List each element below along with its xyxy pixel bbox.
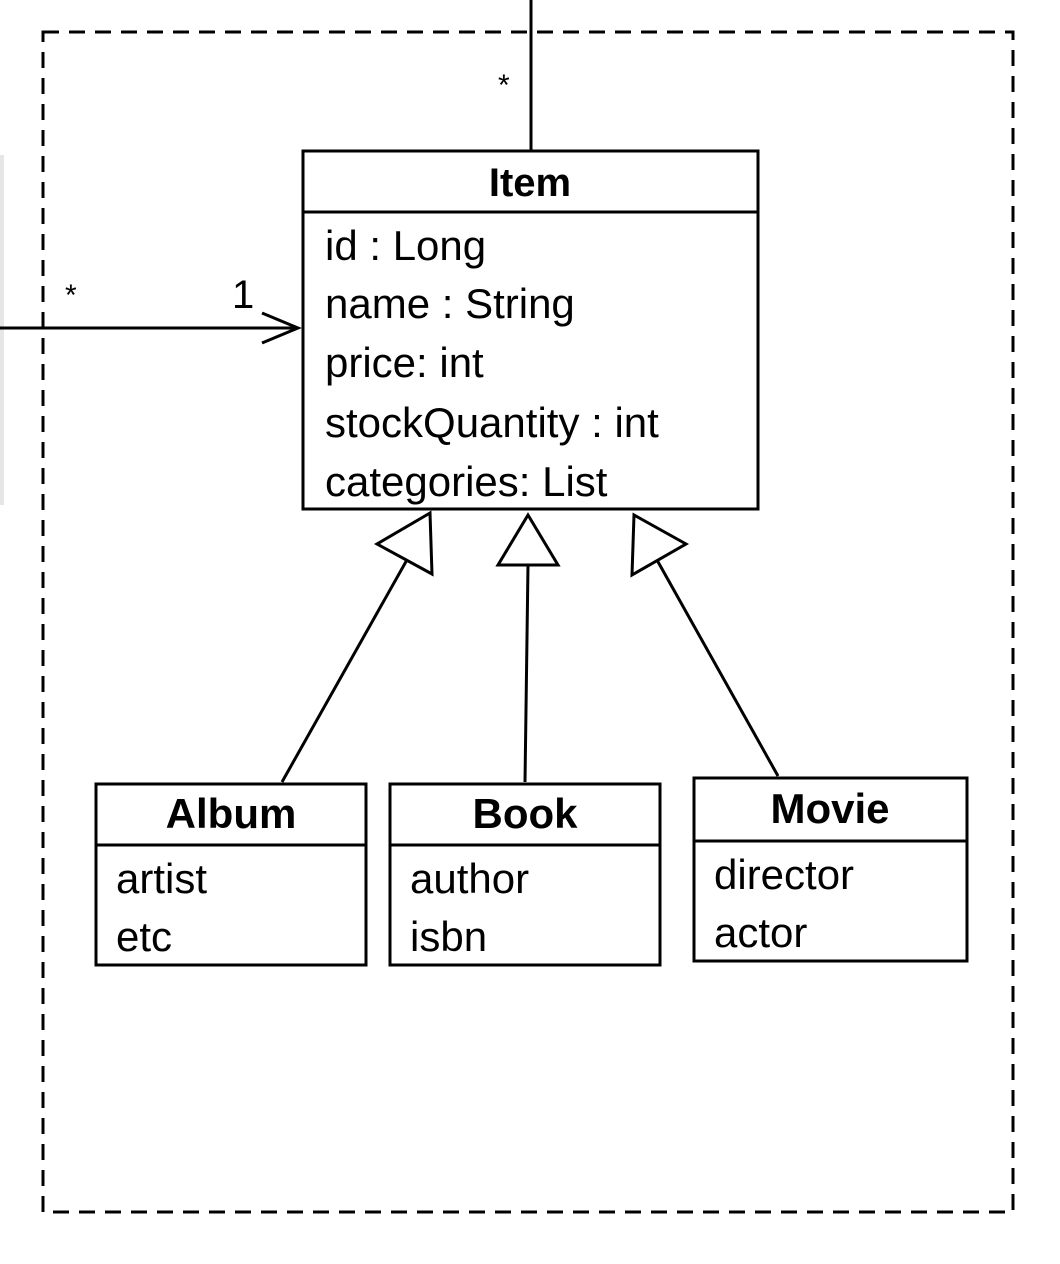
album-class-box: Album artist etc (94, 782, 368, 967)
movie-attribute-actor: actor (714, 909, 807, 956)
book-generalization-triangle (495, 512, 561, 567)
movie-class-title: Movie (770, 785, 889, 832)
movie-generalization-line (655, 559, 780, 777)
book-attribute-author: author (410, 855, 529, 902)
item-attribute-id: id : Long (325, 222, 486, 269)
item-class-title: Item (489, 161, 571, 205)
album-generalization-line (280, 557, 410, 783)
package-boundary (41, 30, 1015, 1214)
album-class-frame (94, 782, 368, 967)
book-class-frame (388, 782, 662, 967)
item-attribute-stock-quantity: stockQuantity : int (325, 399, 659, 446)
item-attribute-categories: categories: List (325, 458, 608, 505)
movie-generalization-triangle (630, 512, 690, 578)
album-attribute-etc: etc (116, 913, 172, 960)
movie-attribute-director: director (714, 851, 854, 898)
item-class-box: Item id : Long name : String price: int … (301, 149, 760, 511)
album-class-title: Album (166, 790, 297, 837)
left-edge-shade (0, 155, 4, 505)
album-attribute-artist: artist (116, 855, 207, 902)
left-association-item-multiplicity: 1 (232, 273, 254, 317)
item-attribute-name: name : String (325, 280, 575, 327)
left-association-source-multiplicity: * (65, 279, 77, 312)
item-attribute-price: price: int (325, 339, 484, 386)
book-class-box: Book author isbn (388, 782, 662, 967)
book-generalization-line (523, 564, 530, 783)
top-association-multiplicity: * (498, 69, 510, 102)
album-generalization-triangle (373, 510, 434, 577)
book-class-title: Book (473, 790, 579, 837)
movie-class-box: Movie director actor (692, 776, 969, 963)
movie-class-frame (692, 776, 969, 963)
left-association-arrowhead (261, 311, 302, 345)
book-attribute-isbn: isbn (410, 913, 487, 960)
